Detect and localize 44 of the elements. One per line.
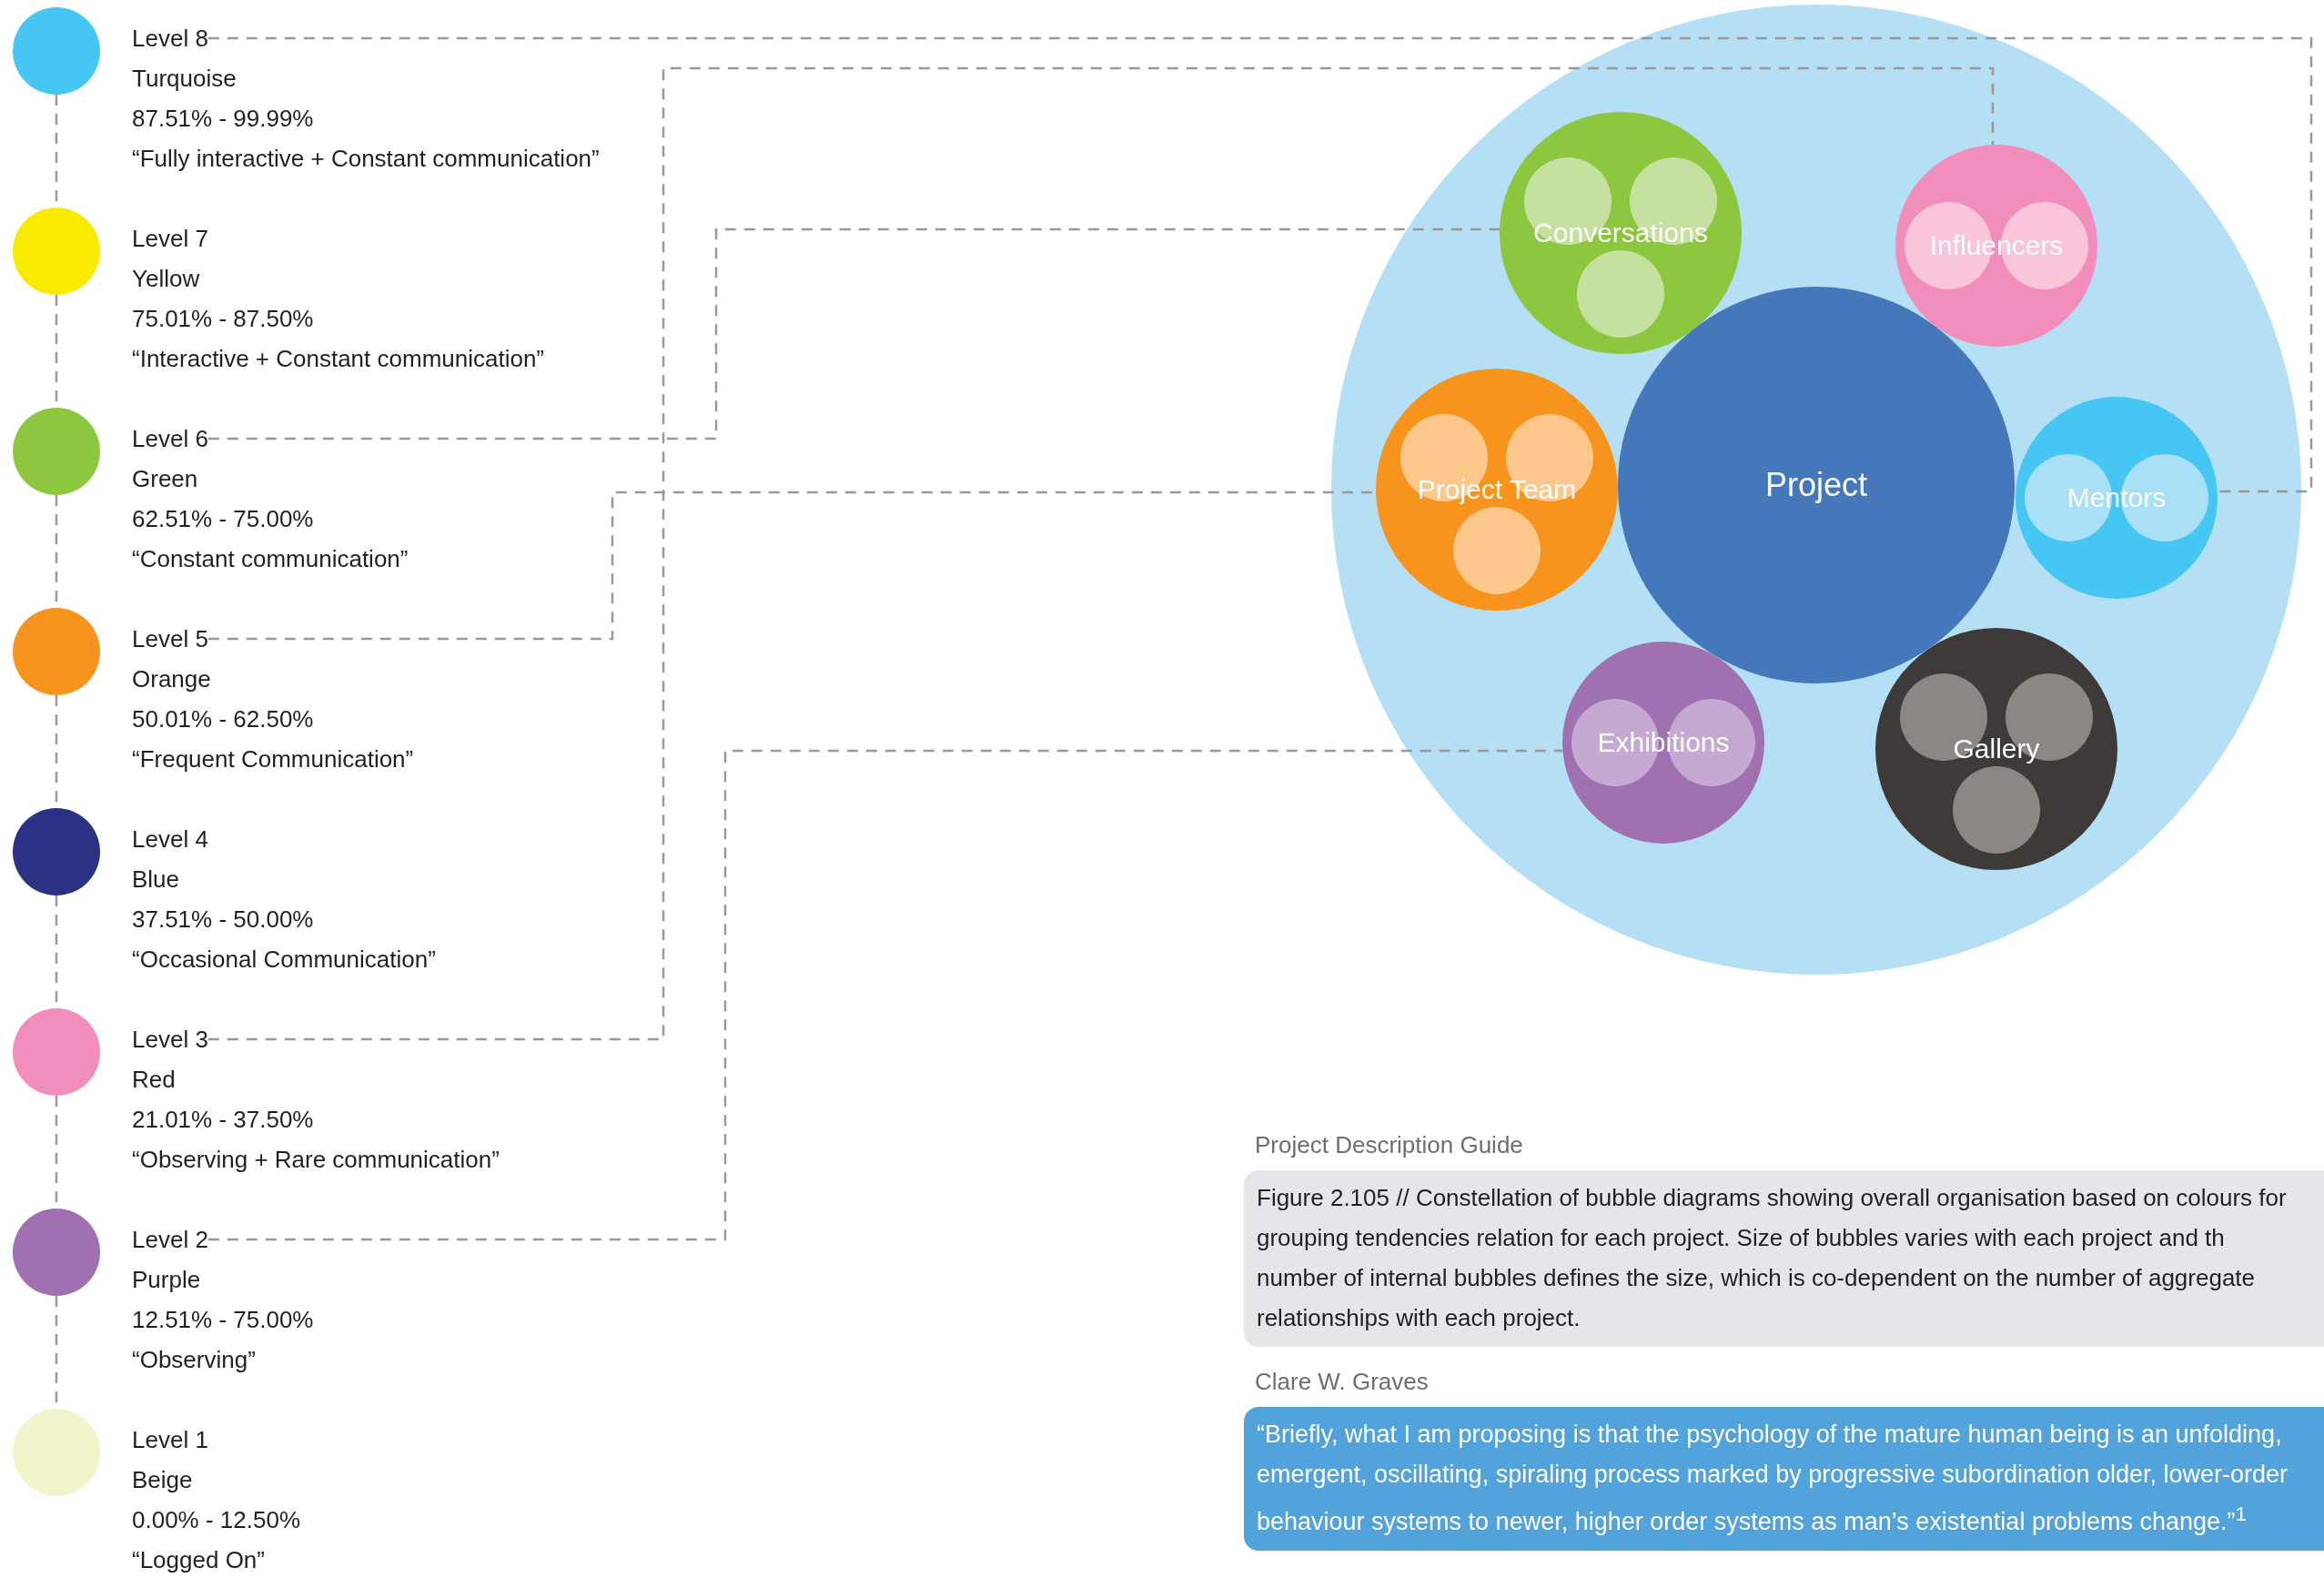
level-colour-name: Yellow: [132, 264, 200, 293]
panel-heading: Clare W. Graves: [1255, 1367, 1429, 1397]
level-colour-name: Beige: [132, 1465, 193, 1494]
level-heading: Level 5: [132, 624, 208, 653]
level-colour-name: Blue: [132, 865, 180, 894]
level-colour-name: Purple: [132, 1265, 201, 1294]
level-heading: Level 3: [132, 1025, 208, 1054]
level-description: “Observing”: [132, 1345, 256, 1374]
level-heading: Level 2: [132, 1225, 208, 1254]
percentage-range: 62.51% - 75.00%: [132, 504, 314, 533]
bubble-label: Gallery: [1953, 733, 2040, 764]
level-heading: Level 8: [132, 24, 208, 53]
percentage-range: 21.01% - 37.50%: [132, 1105, 314, 1134]
level-colour-name: Orange: [132, 664, 211, 693]
percentage-range: 50.01% - 62.50%: [132, 704, 314, 733]
panel-heading: Project Description Guide: [1255, 1130, 1523, 1160]
dashed-connector: [207, 749, 1563, 1241]
percentage-range: 0.00% - 12.50%: [132, 1505, 300, 1534]
level-heading: Level 4: [132, 824, 208, 854]
dashed-connector: [207, 66, 1995, 1041]
dashed-connector: [207, 228, 1500, 440]
level-description: “Frequent Communication”: [132, 744, 414, 774]
percentage-range: 87.51% - 99.99%: [132, 104, 314, 133]
level-heading: Level 6: [132, 424, 208, 453]
level-description: “Observing + Rare communication”: [132, 1145, 500, 1174]
dashed-connector: [207, 36, 2313, 493]
bubble-label: Influencers: [1929, 230, 2064, 261]
caption-text: Figure 2.105 // Constellation of bubble diagrams showing overall organisation based on colours for grouping tendencies relation for each project. Size of bubbles varies with each project and th number of internal bubbles defines the size, which is co-dependent on the number of aggregate relationships with each project.: [1257, 1183, 2288, 1333]
level-description: “Logged On”: [132, 1545, 265, 1574]
level-description: “Constant communication”: [132, 544, 409, 573]
level-heading: Level 7: [132, 224, 208, 253]
level-colour-name: Green: [132, 464, 198, 493]
level-heading: Level 1: [132, 1425, 208, 1454]
level-description: “Interactive + Constant communication”: [132, 344, 545, 373]
level-colour-name: Red: [132, 1065, 176, 1094]
percentage-range: 75.01% - 87.50%: [132, 304, 314, 333]
percentage-range: 37.51% - 50.00%: [132, 905, 314, 934]
bubble-label: Exhibitions: [1597, 727, 1730, 758]
level-description: “Fully interactive + Constant communication”: [132, 144, 600, 173]
level-description: “Occasional Communication”: [132, 945, 436, 974]
percentage-range: 12.51% - 75.00%: [132, 1305, 314, 1334]
quote-text: “Briefly, what I am proposing is that the psychology of the mature human being is an unfolding, emergent, oscillating, spiraling process marked by progressive subordination older, lower-order behaviour systems to newer, higher order systems as man’s existential problems change.”$^{1}$: [1257, 1420, 2289, 1537]
bubble-label: Project: [1765, 466, 1867, 504]
level-colour-name: Turquoise: [132, 64, 237, 93]
